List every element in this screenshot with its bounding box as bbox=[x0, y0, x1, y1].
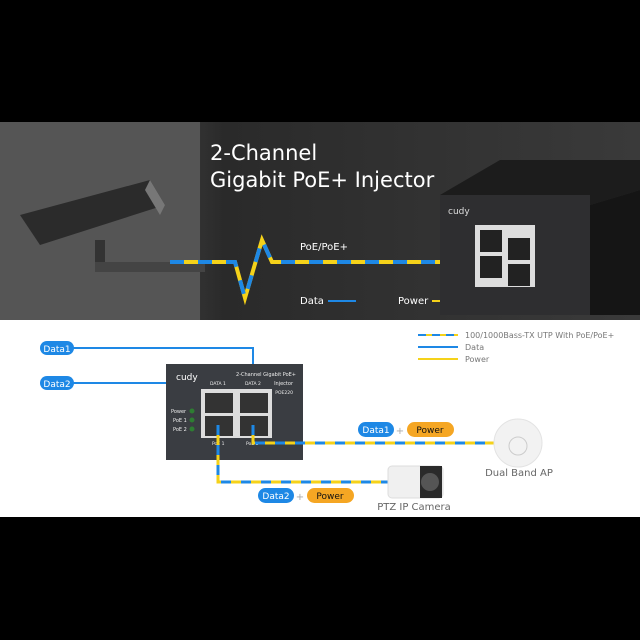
led-poe1 bbox=[189, 417, 195, 423]
brand-logo: cudy bbox=[176, 373, 198, 383]
led-power bbox=[189, 408, 195, 414]
svg-text:PTZ IP Camera: PTZ IP Camera bbox=[377, 502, 451, 513]
svg-text:Power: Power bbox=[316, 492, 344, 502]
svg-text:Data: Data bbox=[465, 343, 484, 352]
svg-text:+: + bbox=[296, 492, 304, 503]
svg-text:PoE 1: PoE 1 bbox=[173, 418, 187, 424]
svg-text:Data2: Data2 bbox=[43, 380, 70, 390]
svg-text:2-Channel Gigabit PoE+: 2-Channel Gigabit PoE+ bbox=[236, 372, 296, 378]
hero-title-line2: Gigabit PoE+ Injector bbox=[210, 168, 435, 192]
svg-text:Power: Power bbox=[171, 409, 187, 415]
port-data1 bbox=[205, 393, 233, 413]
data1-tag bbox=[358, 422, 394, 437]
svg-text:+: + bbox=[396, 426, 404, 437]
poe-cables bbox=[216, 425, 500, 484]
svg-text:Dual Band AP: Dual Band AP bbox=[485, 468, 553, 479]
svg-text:Power: Power bbox=[416, 426, 444, 436]
hero-banner: 2-Channel Gigabit PoE+ Injector PoE/PoE+… bbox=[0, 122, 640, 320]
svg-text:Data1: Data1 bbox=[362, 426, 389, 436]
cable-label: PoE/PoE+ bbox=[300, 242, 348, 253]
power-tag bbox=[307, 488, 354, 503]
port-data2 bbox=[240, 393, 268, 413]
connection-diagram: 100/1000Bass-TX UTP With PoE/PoE+ Data P… bbox=[0, 320, 640, 517]
led-poe2 bbox=[189, 426, 195, 432]
injector-photo: cudy bbox=[440, 160, 640, 315]
svg-text:Injector: Injector bbox=[274, 381, 294, 387]
svg-text:Data2: Data2 bbox=[262, 492, 289, 502]
injector-device: cudy 2-Channel Gigabit PoE+ Injector POE… bbox=[166, 364, 303, 460]
svg-text:100/1000Bass-TX UTP With PoE/P: 100/1000Bass-TX UTP With PoE/PoE+ bbox=[465, 331, 614, 340]
hero-legend-data: Data bbox=[300, 296, 324, 307]
hero-title-line1: 2-Channel bbox=[210, 141, 317, 165]
svg-text:DATA 1: DATA 1 bbox=[210, 381, 226, 387]
diagram-legend: 100/1000Bass-TX UTP With PoE/PoE+ Data P… bbox=[418, 331, 614, 364]
svg-text:PoE 2: PoE 2 bbox=[173, 427, 187, 433]
hero-legend-power: Power bbox=[398, 296, 429, 307]
cctv-camera-icon bbox=[20, 180, 205, 272]
data2-tag bbox=[258, 488, 294, 503]
data1-input-tag bbox=[40, 341, 74, 355]
svg-text:DATA 2: DATA 2 bbox=[245, 381, 261, 387]
svg-text:cudy: cudy bbox=[448, 207, 470, 217]
svg-text:Power: Power bbox=[465, 355, 490, 364]
power-tag bbox=[407, 422, 454, 437]
data2-input-tag bbox=[40, 376, 74, 390]
svg-text:Data1: Data1 bbox=[43, 345, 70, 355]
access-point-icon bbox=[493, 418, 543, 468]
hero-cable bbox=[170, 234, 480, 306]
svg-text:POE220: POE220 bbox=[275, 390, 293, 396]
ip-camera-icon bbox=[387, 465, 444, 499]
